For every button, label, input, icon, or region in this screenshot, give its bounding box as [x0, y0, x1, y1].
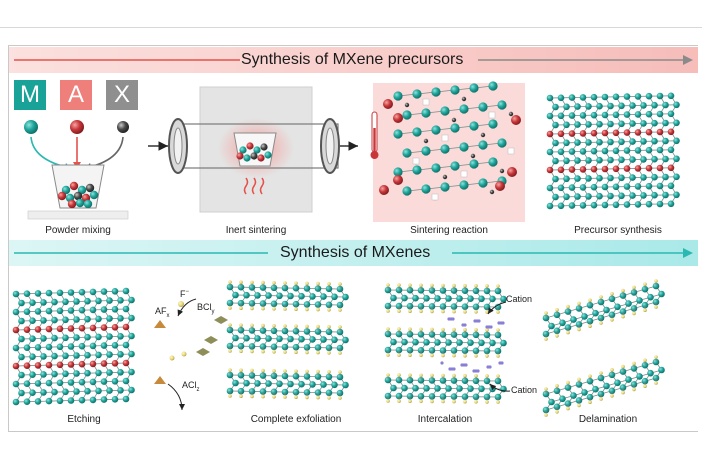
etching-crystal [12, 287, 135, 406]
bcl-label: BCly [197, 302, 215, 315]
mxene-section-title: Synthesis of MXenes [280, 244, 431, 261]
beaker-powder [57, 181, 99, 209]
reaction-lattice [379, 81, 521, 201]
tube-cap-left-inner [173, 127, 183, 165]
precursor-crystal [546, 92, 680, 210]
heat-icon [243, 177, 265, 195]
cation-arrow-bottom [489, 383, 511, 392]
exfoliated-layers [226, 280, 349, 400]
x-mix-arrow [85, 136, 124, 169]
m-element-label: M [20, 81, 40, 108]
x-element-label: X [113, 81, 130, 108]
intercalated-layers [384, 283, 507, 404]
cation-label-top: Cation [506, 294, 533, 304]
delaminated-flakes [542, 279, 665, 417]
x-atom [117, 121, 129, 133]
fluoride-label: F− [180, 289, 190, 299]
cation-label-bottom: Cation [511, 385, 538, 395]
m-element-box [14, 80, 46, 110]
af-label: AFx [155, 306, 170, 319]
step-precursor-synthesis: Precursor synthesis [574, 225, 662, 236]
a-element-label: A [67, 81, 84, 108]
precursor-banner-arrowhead [683, 55, 693, 65]
crucible-powder [236, 142, 272, 162]
precursor-section-title: Synthesis of MXene precursors [241, 51, 464, 68]
step-powder-mixing: Powder mixing [45, 225, 111, 236]
step-intercalation: Intercalation [417, 414, 473, 425]
x-element-box [106, 80, 138, 110]
m-mix-arrow [30, 136, 71, 169]
thermometer-fill [373, 128, 376, 152]
cation-arrow-top [487, 301, 507, 315]
m-atom [24, 120, 38, 134]
a-atom [70, 120, 84, 134]
step-sintering-reaction: Sintering reaction [410, 225, 488, 236]
step-delamination: Delamination [578, 414, 638, 425]
mxene-banner-arrowhead [683, 248, 693, 258]
step-complete-exfoliation: Complete exfoliation [250, 414, 342, 425]
figure-frame [8, 45, 698, 432]
top-divider [0, 27, 702, 28]
etching-products [154, 298, 228, 411]
tube-cap-right-inner [325, 127, 335, 165]
step-etching: Etching [67, 414, 101, 425]
cation-dots [440, 317, 505, 373]
step-inert-sintering: Inert sintering [225, 225, 287, 236]
beaker-stand [27, 210, 129, 220]
acl-label: AClz [182, 380, 200, 393]
a-element-box [60, 80, 92, 110]
thermometer-bulb [370, 151, 379, 159]
